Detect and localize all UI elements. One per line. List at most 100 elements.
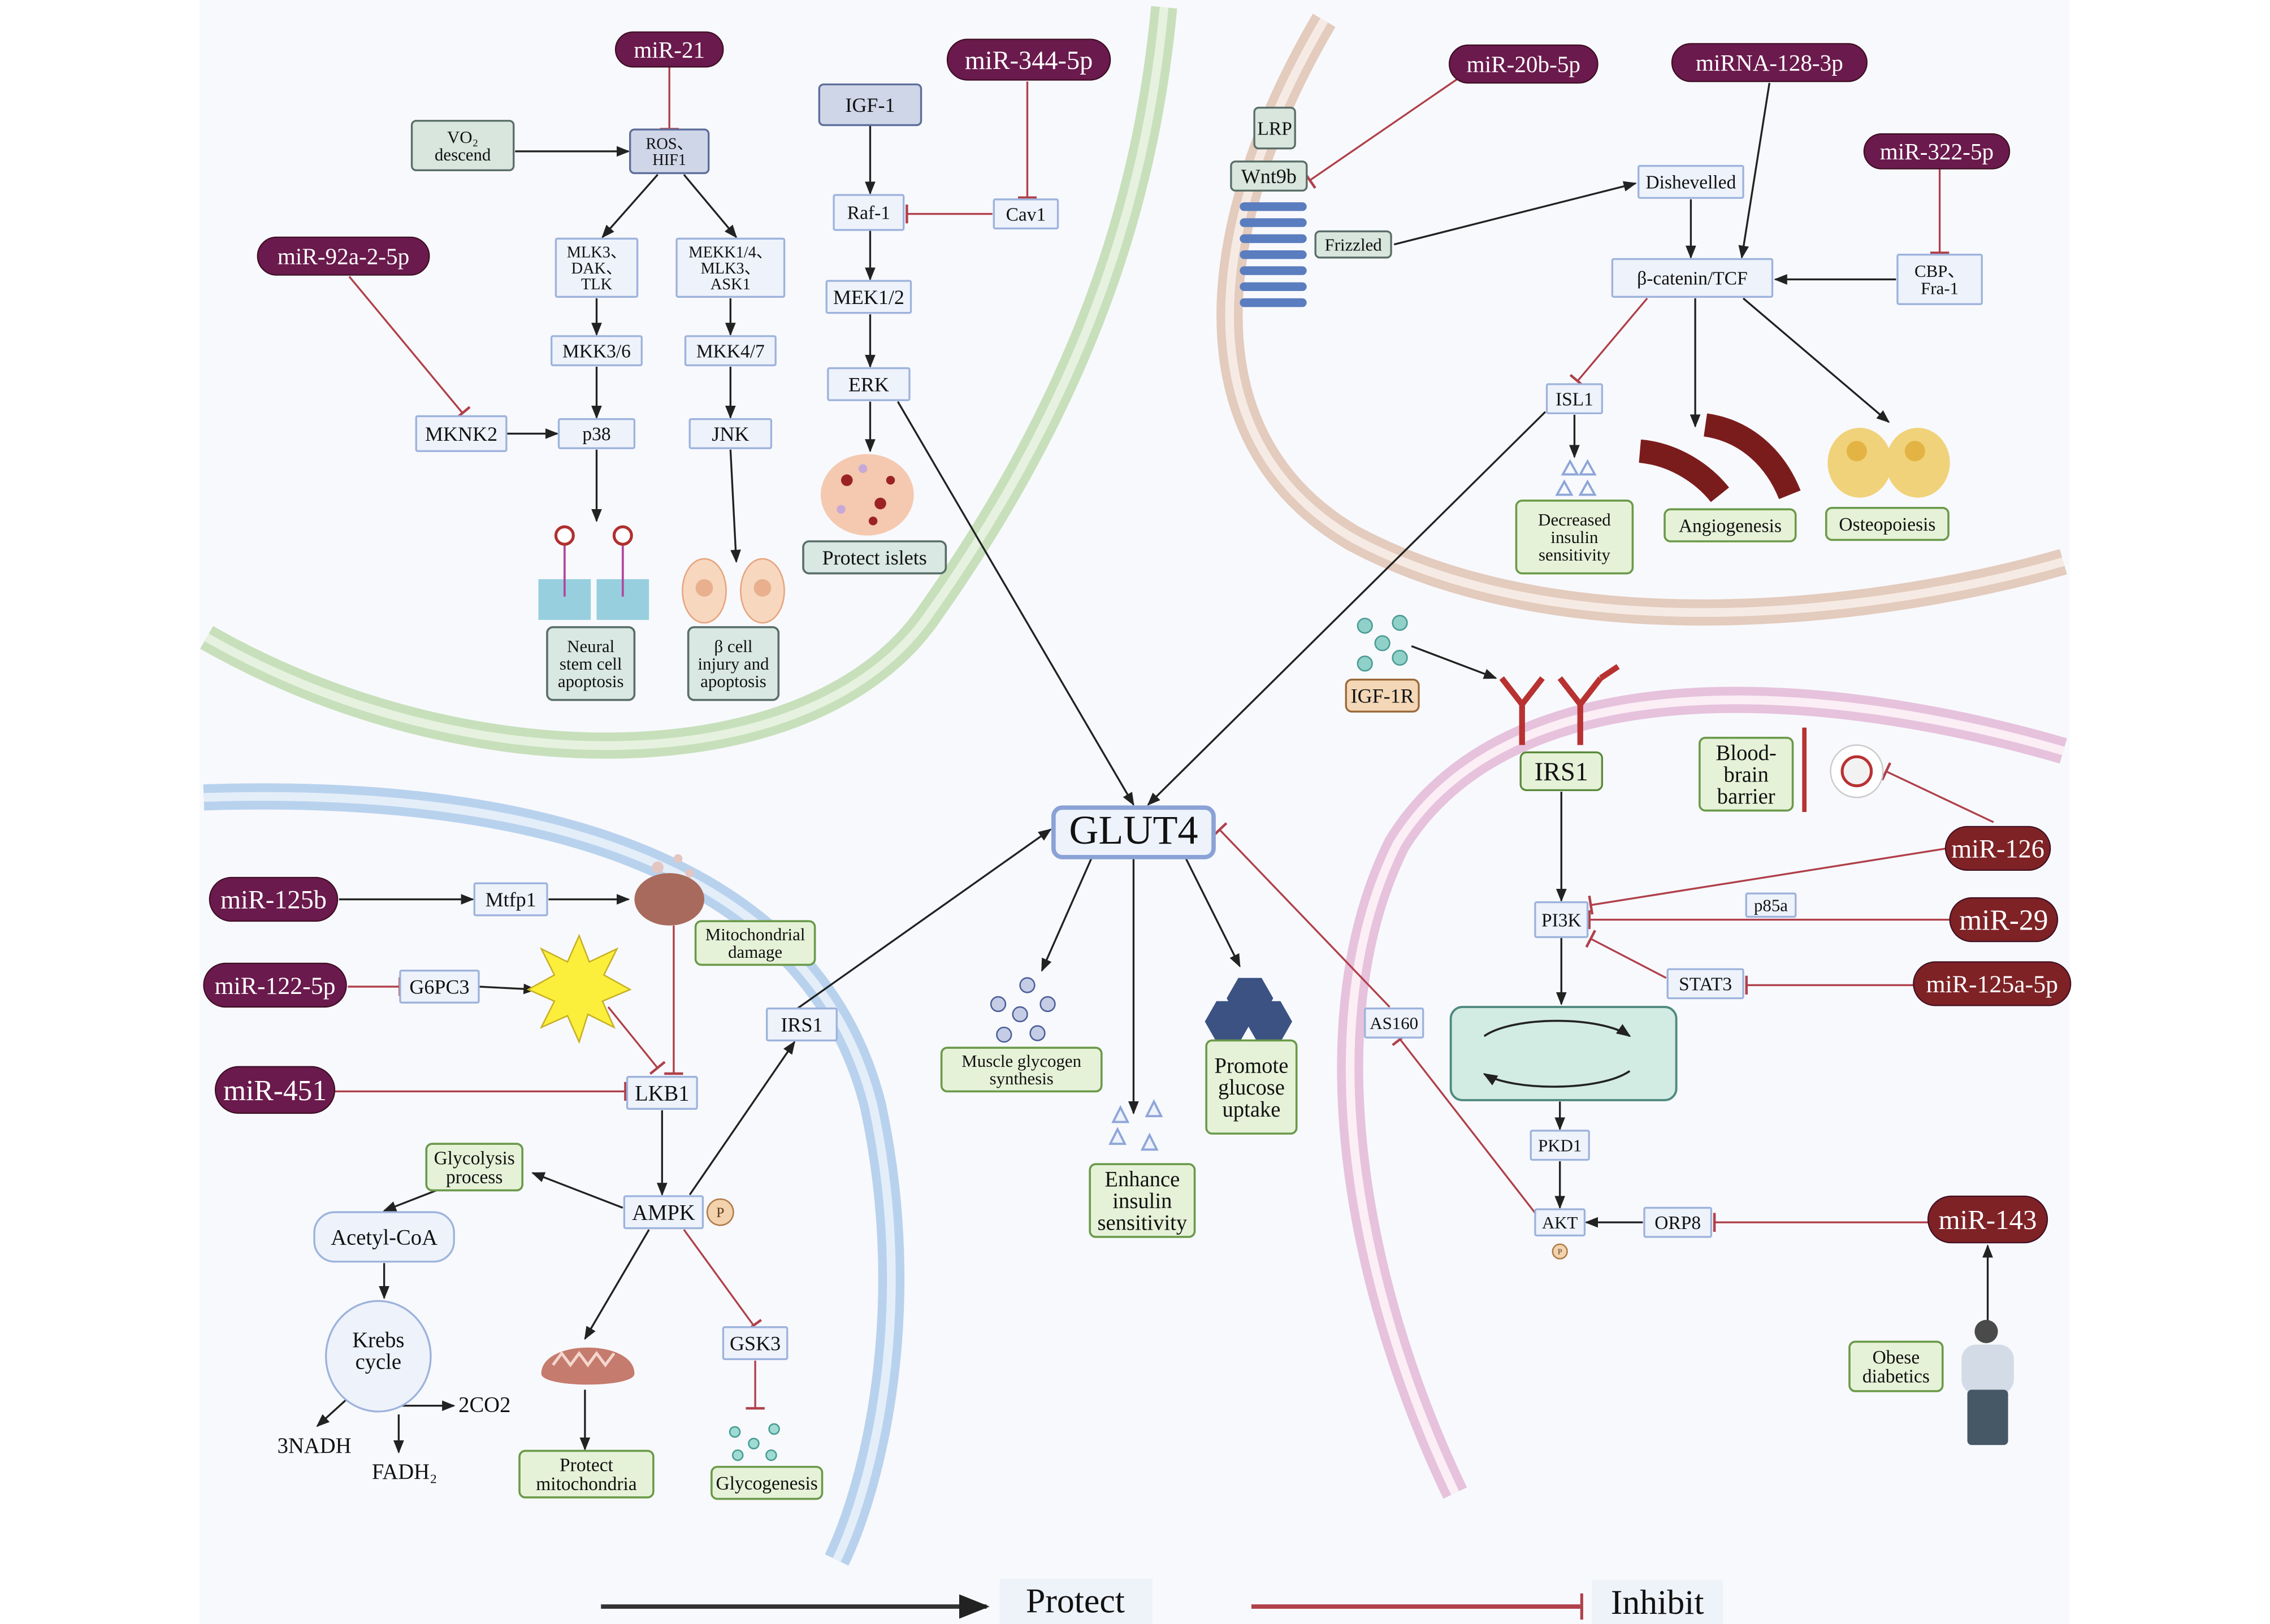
- mirna-mir344-text: miR-344-5p: [965, 46, 1093, 75]
- node-cav1[interactable]: Cav1: [993, 198, 1059, 229]
- mirna-mir21-text: miR-21: [634, 37, 705, 63]
- node-g6pc3-text: G6PC3: [409, 976, 469, 998]
- mirna-mir344[interactable]: miR-344-5p: [946, 38, 1111, 81]
- node-acetyl[interactable]: Acetyl-CoA: [313, 1211, 455, 1263]
- node-mlk3-text: DAK、: [571, 260, 622, 277]
- outcome-obese-text: diabetics: [1862, 1366, 1930, 1387]
- node-mlk3[interactable]: MLK3、DAK、TLK: [554, 237, 639, 298]
- protect-arrow: [729, 449, 741, 563]
- node-erk[interactable]: ERK: [827, 367, 911, 401]
- mirna-mir126[interactable]: miR-126: [1944, 826, 2051, 871]
- mirna-mir20b[interactable]: miR-20b-5p: [1449, 44, 1598, 84]
- outcome-bbb-text: brain: [1724, 763, 1769, 787]
- node-bcatenin[interactable]: β-catenin/TCF: [1611, 258, 1774, 298]
- node-vo2-text: VO₂: [447, 127, 478, 147]
- outcome-decreased-text: insulin: [1550, 527, 1598, 547]
- outcome-bbb-text: Blood-: [1716, 741, 1777, 765]
- node-mek12[interactable]: MEK1/2: [825, 280, 912, 314]
- node-dishevelled[interactable]: Dishevelled: [1637, 164, 1744, 199]
- node-isl1[interactable]: ISL1: [1545, 383, 1604, 415]
- inhibit-arrow: [1569, 297, 1648, 388]
- mirna-mir125a[interactable]: miR-125a-5p: [1913, 961, 2072, 1006]
- mirna-layer: miR-21 miR-344-5p miR-92a-2-5p miR-20b-5p mi…: [203, 31, 2072, 1244]
- edges: [316, 67, 1994, 1454]
- node-lrp[interactable]: LRP: [1253, 106, 1296, 150]
- outcome-angio-text: Angiogenesis: [1679, 515, 1782, 536]
- node-igf1[interactable]: IGF-1: [818, 83, 922, 127]
- node-igf1r[interactable]: IGF-1R: [1345, 678, 1420, 713]
- mirna-mir125b[interactable]: miR-125b: [209, 876, 339, 922]
- neural-stem-cell-icon: [538, 525, 649, 620]
- node-ampk[interactable]: AMPK: [623, 1195, 704, 1230]
- node-akt[interactable]: AKT: [1534, 1208, 1586, 1237]
- node-irs1-left[interactable]: IRS1: [766, 1007, 838, 1041]
- node-orp8[interactable]: ORP8: [1643, 1206, 1713, 1238]
- mirna-mir451[interactable]: miR-451: [214, 1066, 336, 1114]
- mirna-mir122[interactable]: miR-122-5p: [203, 962, 347, 1008]
- glycogen-circles-icon: [990, 977, 1056, 1043]
- illustrations: [526, 202, 2014, 1461]
- node-pkd1[interactable]: PKD1: [1530, 1130, 1590, 1161]
- outcome-islets[interactable]: Protect islets: [802, 540, 947, 575]
- mirna-mir143[interactable]: miR-143: [1927, 1195, 2048, 1244]
- outcome-betacell-text: β cell: [714, 636, 752, 656]
- protect-arrow: [1041, 858, 1093, 972]
- protect-arrow: [316, 1396, 350, 1427]
- node-gsk3[interactable]: GSK3: [722, 1326, 789, 1360]
- node-irs1-right[interactable]: IRS1: [1519, 751, 1604, 792]
- legend-protect-label: Protect: [1026, 1582, 1125, 1620]
- outcome-osteo[interactable]: Osteopoiesis: [1825, 506, 1950, 541]
- node-frizzled[interactable]: Frizzled: [1314, 230, 1392, 259]
- node-ros[interactable]: ROS、HIF1: [629, 128, 710, 175]
- outcome-promote-text: uptake: [1222, 1098, 1280, 1122]
- node-wnt9b[interactable]: Wnt9b: [1230, 160, 1308, 192]
- node-mkk47[interactable]: MKK4/7: [684, 335, 777, 367]
- mirna-mir128[interactable]: miRNA-128-3p: [1671, 43, 1868, 82]
- outcome-angio[interactable]: Angiogenesis: [1663, 508, 1797, 542]
- node-mtfp1[interactable]: Mtfp1: [473, 882, 548, 917]
- outcome-glycogenesis[interactable]: Glycogenesis: [711, 1466, 824, 1500]
- outcome-promote-text: Promote: [1215, 1054, 1289, 1078]
- node-pi3k[interactable]: PI3K: [1534, 901, 1589, 939]
- outcome-enhance-text: insulin: [1112, 1189, 1172, 1213]
- node-mkk36[interactable]: MKK3/6: [551, 335, 643, 367]
- mirna-mir92a[interactable]: miR-92a-2-5p: [257, 236, 430, 276]
- outcome-enhance-text: sensitivity: [1098, 1212, 1188, 1235]
- node-p85a[interactable]: p85a: [1745, 892, 1797, 918]
- node-mknk2[interactable]: MKNK2: [415, 415, 508, 453]
- frizzled-receptor-icon: [1240, 202, 1307, 307]
- glut4-node[interactable]: GLUT4: [1051, 805, 1216, 859]
- outcome-betacell-text: apoptosis: [700, 671, 766, 691]
- node-as160[interactable]: AS160: [1364, 1007, 1424, 1039]
- protect-arrow: [531, 1172, 623, 1209]
- node-as160-text: AS160: [1370, 1013, 1418, 1033]
- node-raf1-text: Raf-1: [847, 203, 890, 224]
- node-lkb1[interactable]: LKB1: [626, 1076, 698, 1110]
- node-raf1[interactable]: Raf-1: [833, 194, 905, 231]
- node-g6pc3[interactable]: G6PC3: [399, 970, 480, 1004]
- node-p38[interactable]: p38: [557, 418, 636, 449]
- node-cbp[interactable]: CBP、Fra-1: [1896, 253, 1983, 305]
- node-stat3[interactable]: STAT3: [1666, 968, 1744, 1000]
- mirna-mir21[interactable]: miR-21: [614, 31, 724, 68]
- node-mekk[interactable]: MEKK1/4、MLK3、ASK1: [675, 237, 786, 298]
- mirna-mir29[interactable]: miR-29: [1949, 897, 2059, 943]
- mirna-mir322[interactable]: miR-322-5p: [1863, 133, 2011, 170]
- node-jnk[interactable]: JNK: [688, 418, 773, 449]
- blood-vessel-icon: [1638, 413, 1801, 502]
- outcome-islets-text: Protect islets: [822, 546, 927, 569]
